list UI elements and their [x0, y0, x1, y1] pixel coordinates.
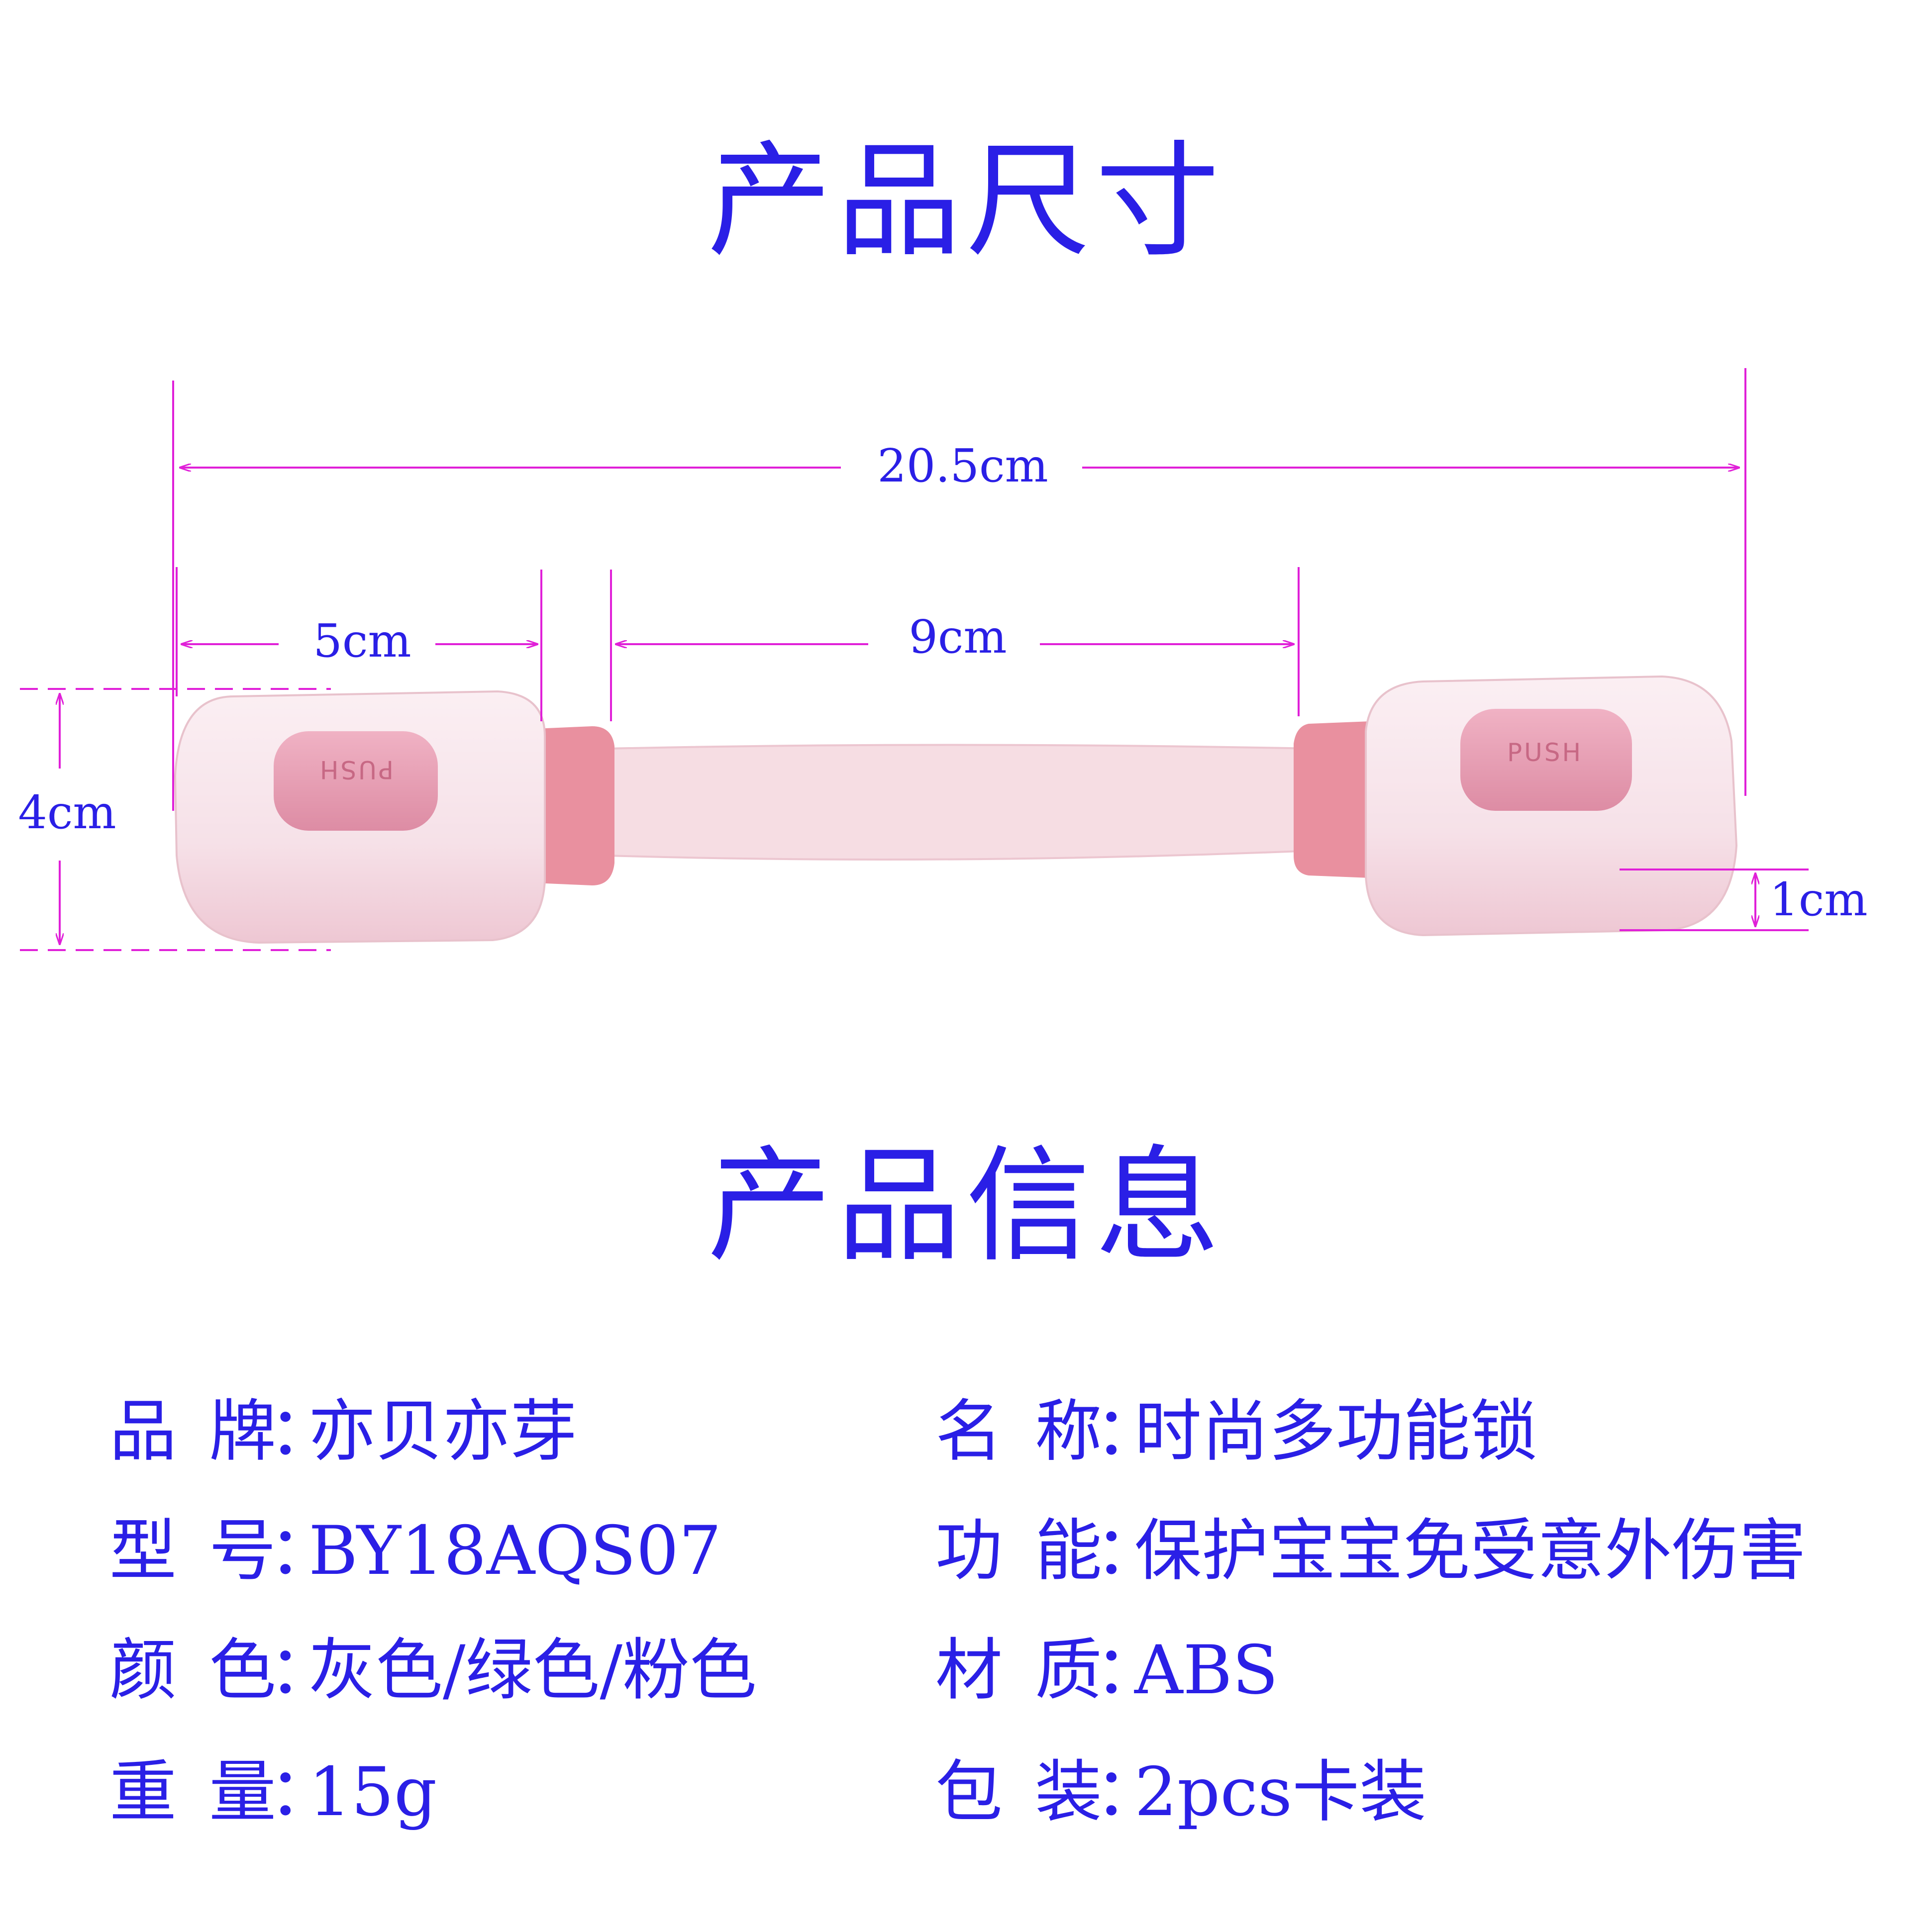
left-button-label: PUSH	[318, 755, 394, 784]
info-colon: ：	[269, 1753, 336, 1831]
info-label: 功	[935, 1512, 1003, 1590]
info-row-packaging: 包装：2pcs卡装	[935, 1758, 1426, 1826]
right-button-label: PUSH	[1507, 738, 1583, 767]
info-label: 量	[209, 1753, 276, 1831]
info-row-model: 型号：BY18AQS07	[109, 1517, 721, 1584]
info-label: 颜	[109, 1631, 177, 1709]
info-label: 品	[109, 1392, 177, 1470]
info-row-material: 材质：ABS	[935, 1637, 1278, 1704]
info-value-brand: 亦贝亦芽	[308, 1392, 577, 1470]
left-connector	[535, 726, 614, 885]
info-label: 装	[1035, 1753, 1102, 1831]
strap	[606, 744, 1315, 861]
info-label: 重	[109, 1753, 177, 1831]
info-colon: ：	[269, 1392, 336, 1470]
info-value-packaging: 2pcs卡装	[1134, 1753, 1427, 1831]
product-dimension-diagram: PUSH PUSH 20.5cm 5cm 9cm 4cm 1cm	[18, 368, 1868, 951]
info-label: 包	[935, 1753, 1003, 1831]
info-colon: ：	[269, 1512, 336, 1590]
info-value-function: 保护宝宝免受意外伤害	[1134, 1512, 1806, 1590]
info-label: 牌	[209, 1392, 276, 1470]
dimension-lines	[20, 368, 1809, 951]
info-value-model: BY18AQS07	[308, 1512, 722, 1590]
dimension-strap-length: 9cm	[909, 610, 1007, 664]
info-label: 能	[1035, 1512, 1102, 1590]
info-label: 型	[109, 1512, 177, 1590]
info-value-weight: 15g	[308, 1753, 437, 1831]
info-row-color: 颜色：灰色/绿色/粉色	[109, 1637, 757, 1704]
info-label: 名	[935, 1392, 1003, 1470]
info-row-weight: 重量：15g	[109, 1758, 437, 1826]
info-label: 号	[209, 1512, 276, 1590]
product-image-child-lock: PUSH PUSH	[174, 675, 1738, 944]
section-title-size: 产品尺寸	[707, 129, 1225, 274]
info-colon: ：	[1095, 1392, 1162, 1470]
info-label: 称	[1035, 1392, 1102, 1470]
info-value-name: 时尚多功能锁	[1134, 1392, 1537, 1470]
left-button	[274, 731, 438, 831]
info-value-material: ABS	[1134, 1631, 1279, 1709]
right-button	[1460, 709, 1632, 811]
info-label: 质	[1035, 1631, 1102, 1709]
info-colon: ：	[1095, 1631, 1162, 1709]
dimension-height: 4cm	[18, 786, 116, 839]
info-colon: ：	[269, 1631, 336, 1709]
info-colon: ：	[1095, 1512, 1162, 1590]
dimension-total-length: 20.5cm	[877, 439, 1048, 492]
info-value-color: 灰色/绿色/粉色	[308, 1631, 757, 1709]
right-connector	[1294, 721, 1371, 878]
info-label: 材	[935, 1631, 1003, 1709]
info-label: 色	[209, 1631, 276, 1709]
info-colon: ：	[1095, 1753, 1162, 1831]
dimension-thickness: 1cm	[1769, 873, 1867, 926]
info-row-brand: 品牌：亦贝亦芽	[109, 1398, 577, 1465]
dimension-end-length: 5cm	[313, 614, 411, 668]
section-title-info: 产品信息	[707, 1134, 1225, 1278]
info-row-name: 名称：时尚多功能锁	[935, 1398, 1537, 1465]
info-row-function: 功能：保护宝宝免受意外伤害	[935, 1517, 1806, 1584]
